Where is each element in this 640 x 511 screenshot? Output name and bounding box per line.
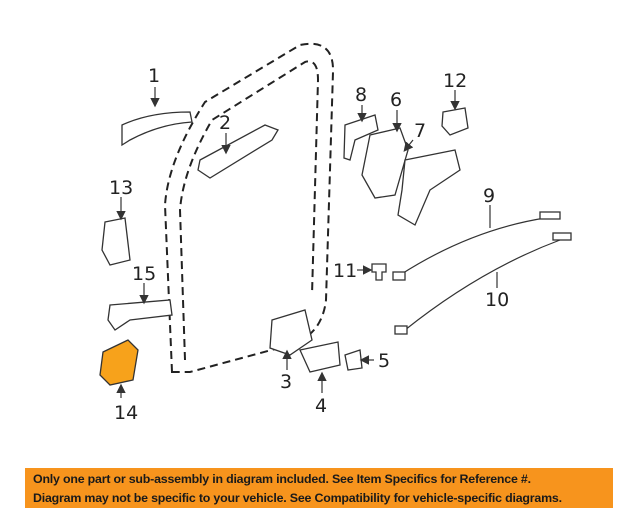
part-7-bracket[interactable] xyxy=(397,149,461,226)
callout-4: 4 xyxy=(315,395,327,417)
callout-9: 9 xyxy=(483,185,495,207)
part-14-hinge-highlighted[interactable] xyxy=(99,339,139,386)
callout-14: 14 xyxy=(114,402,138,424)
part-3-latch[interactable] xyxy=(269,309,313,356)
part-9-cable[interactable] xyxy=(392,211,561,281)
callout-6: 6 xyxy=(390,89,402,111)
disclaimer-banner: Only one part or sub-assembly in diagram… xyxy=(25,468,613,508)
callout-2: 2 xyxy=(219,112,231,134)
parts-diagram: 1 2 3 4 5 6 7 8 9 10 11 12 13 14 15 xyxy=(99,42,572,424)
callout-7: 7 xyxy=(414,120,426,142)
part-2-handle-bracket[interactable] xyxy=(197,124,279,179)
part-15-check-strap[interactable] xyxy=(107,299,173,331)
part-6-actuator[interactable] xyxy=(361,127,409,199)
callout-10: 10 xyxy=(485,289,509,311)
callout-11: 11 xyxy=(333,260,357,282)
callout-15: 15 xyxy=(132,263,156,285)
part-12-bracket[interactable] xyxy=(441,107,469,136)
callout-8: 8 xyxy=(355,84,367,106)
part-4-inside-handle[interactable] xyxy=(299,341,341,373)
part-8-bracket[interactable] xyxy=(343,114,379,161)
banner-line-2: Diagram may not be specific to your vehi… xyxy=(33,491,562,505)
callout-3: 3 xyxy=(280,371,292,393)
part-1-outside-handle[interactable] xyxy=(121,111,193,147)
callout-1: 1 xyxy=(148,65,160,87)
part-10-cable[interactable] xyxy=(394,232,572,335)
callout-13: 13 xyxy=(109,177,133,199)
part-5-cap[interactable] xyxy=(344,349,363,371)
part-13-hinge[interactable] xyxy=(101,217,131,266)
banner-line-1: Only one part or sub-assembly in diagram… xyxy=(33,472,531,486)
callout-12: 12 xyxy=(443,70,467,92)
callout-5: 5 xyxy=(378,350,390,372)
part-11-bolt[interactable] xyxy=(371,263,387,281)
